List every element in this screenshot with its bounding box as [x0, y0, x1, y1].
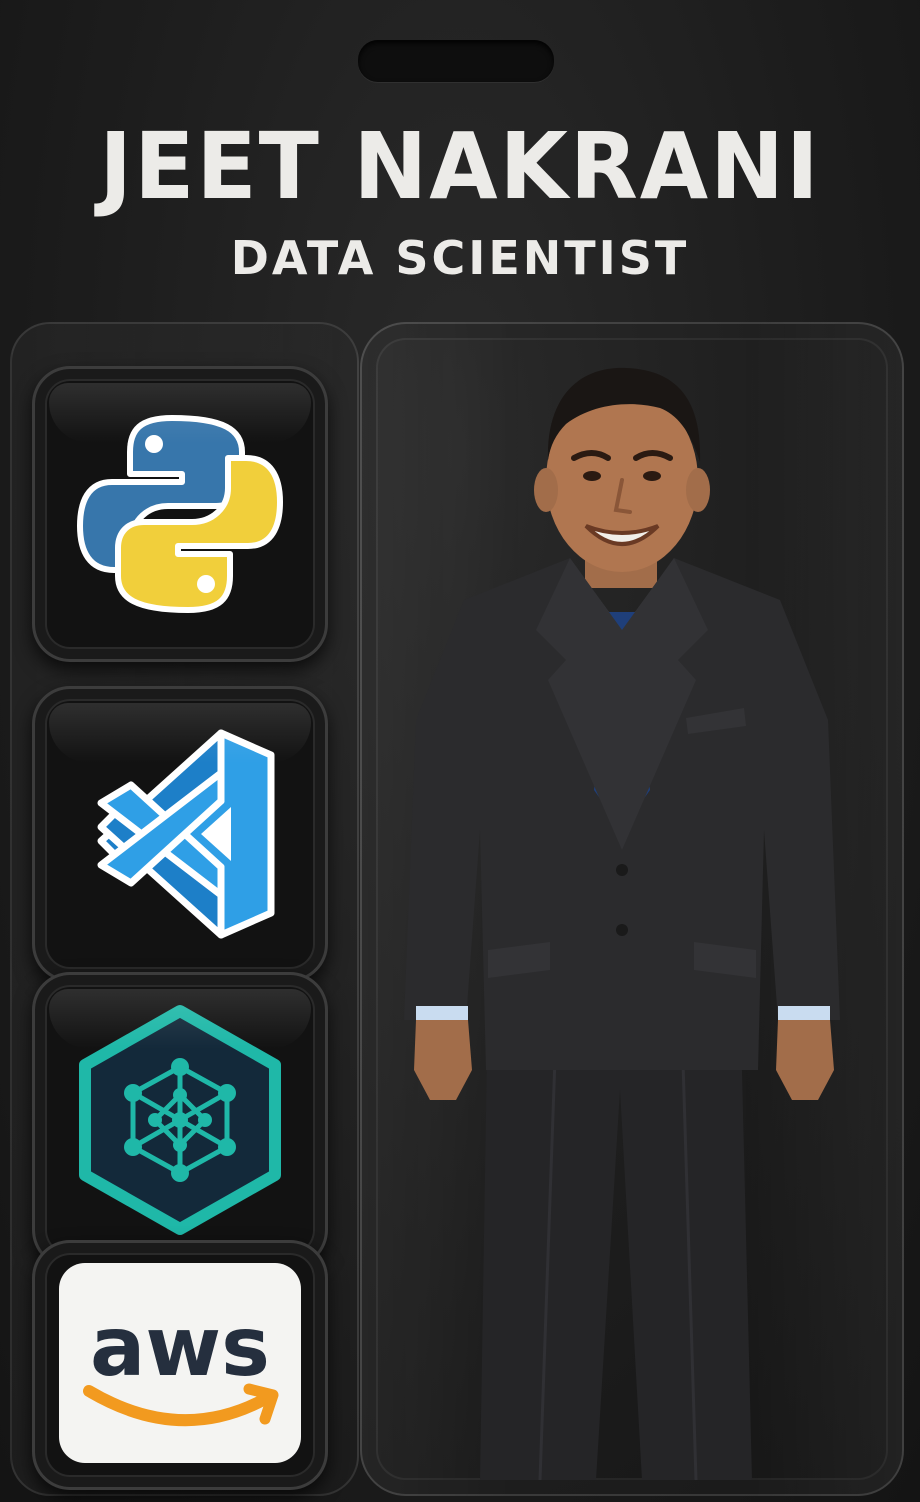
- figure-person-illustration: [404, 367, 840, 1481]
- vscode-logo-icon: [97, 729, 275, 939]
- accessory-neural-network: [32, 972, 328, 1268]
- figure-role-subtitle: DATA SCIENTIST: [230, 231, 690, 285]
- aws-logo-plate: aws: [59, 1263, 301, 1463]
- tile-glare: [49, 989, 311, 1049]
- accessory-vscode: [32, 686, 328, 982]
- accessory-aws: aws: [32, 1240, 328, 1490]
- tile-glare: [49, 703, 311, 763]
- aws-wordmark: aws: [90, 1300, 270, 1395]
- figure-name-title: JEET NAKRANI: [99, 113, 821, 220]
- tile-glare: [49, 383, 311, 443]
- accessory-python: [32, 366, 328, 662]
- aws-logo-icon: aws: [83, 1300, 279, 1427]
- hang-tab-slot: [358, 40, 554, 82]
- python-logo-icon: [77, 415, 283, 613]
- neural-network-hexagon-icon: [79, 1005, 281, 1235]
